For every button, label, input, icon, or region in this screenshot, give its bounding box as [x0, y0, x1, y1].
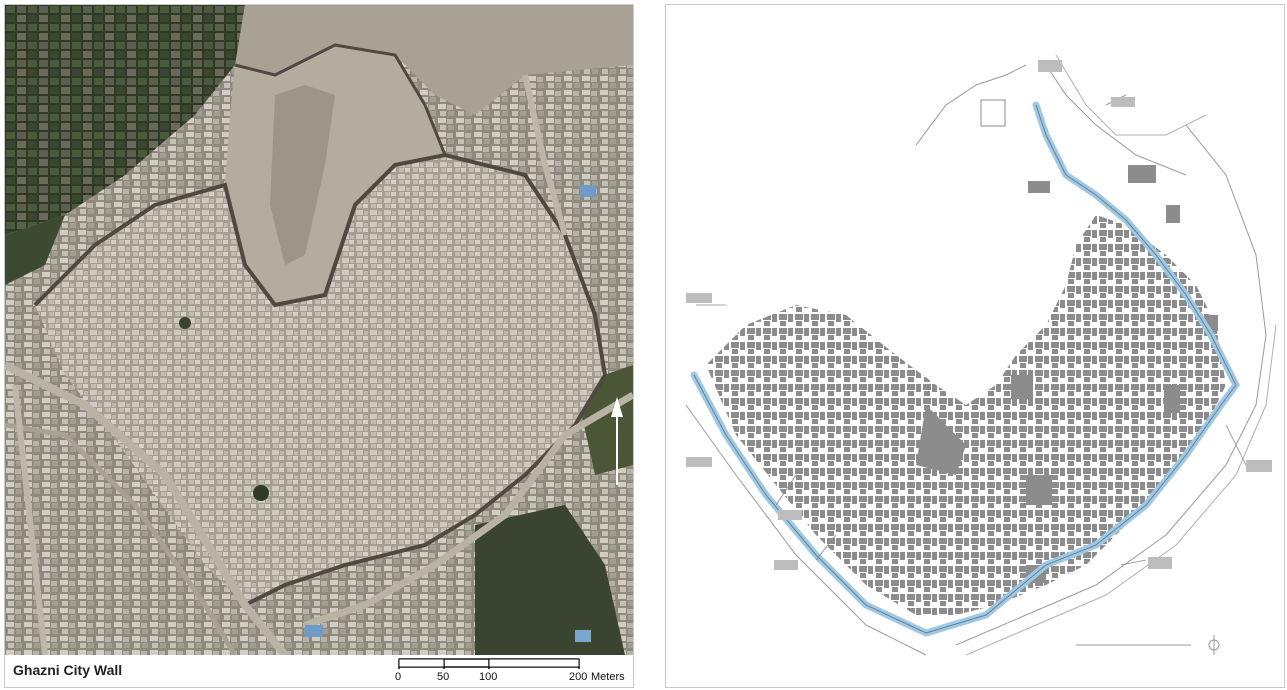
scale-unit: Meters — [591, 671, 625, 683]
scale-tick-200: 200 — [569, 671, 588, 683]
scale-bar: 0 50 100 200 Meters — [393, 657, 633, 687]
scale-tick-50: 50 — [437, 671, 450, 683]
satellite-image-graphic — [5, 5, 633, 655]
site-plan-panel — [665, 4, 1285, 688]
map-title: Ghazni City Wall — [13, 662, 123, 678]
scale-tick-0: 0 — [395, 671, 402, 683]
plan-north-icon — [1208, 635, 1220, 655]
site-plan-drawing — [685, 54, 1277, 656]
scale-tick-100: 100 — [479, 671, 498, 683]
scale-bar-graphic — [398, 658, 580, 669]
north-arrow-icon — [611, 397, 623, 485]
satellite-image — [5, 5, 633, 655]
satellite-map-panel: Ghazni City Wall 0 50 100 200 Meters — [4, 4, 634, 688]
map-caption-bar: Ghazni City Wall 0 50 100 200 Meters — [5, 655, 633, 687]
